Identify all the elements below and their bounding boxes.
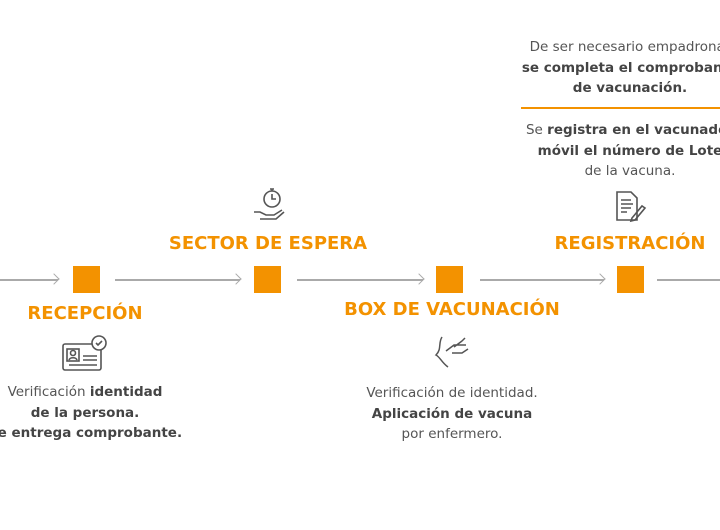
step-title-box: BOX DE VACUNACIÓN	[344, 299, 560, 320]
step-desc-registracion: Se registra en el vacunador móvil el núm…	[525, 122, 720, 179]
step-marker-espera	[254, 266, 281, 293]
vaccine-arm-icon	[434, 336, 469, 368]
document-edit-icon	[616, 191, 647, 223]
step-title-espera: SECTOR DE ESPERA	[168, 233, 368, 254]
arrow	[0, 279, 58, 281]
arrow	[480, 279, 604, 281]
connector-line	[657, 279, 720, 281]
divider	[521, 107, 720, 109]
id-card-check-icon	[62, 335, 107, 371]
step-marker-registracion	[617, 266, 644, 293]
step-marker-box	[436, 266, 463, 293]
arrow	[297, 279, 423, 281]
arrow	[115, 279, 240, 281]
step-marker-recepcion	[73, 266, 100, 293]
step-title-registracion: REGISTRACIÓN	[554, 233, 706, 254]
step-desc-recepcion: Verificación identidad de la persona. Se…	[0, 384, 183, 441]
step-title-recepcion: RECEPCIÓN	[27, 303, 143, 324]
step-desc-box: Verificación de identidad. Aplicación de…	[366, 385, 538, 442]
registracion-top-note: De ser necesario empadronar se completa …	[521, 39, 720, 96]
hand-stopwatch-icon	[254, 188, 285, 220]
